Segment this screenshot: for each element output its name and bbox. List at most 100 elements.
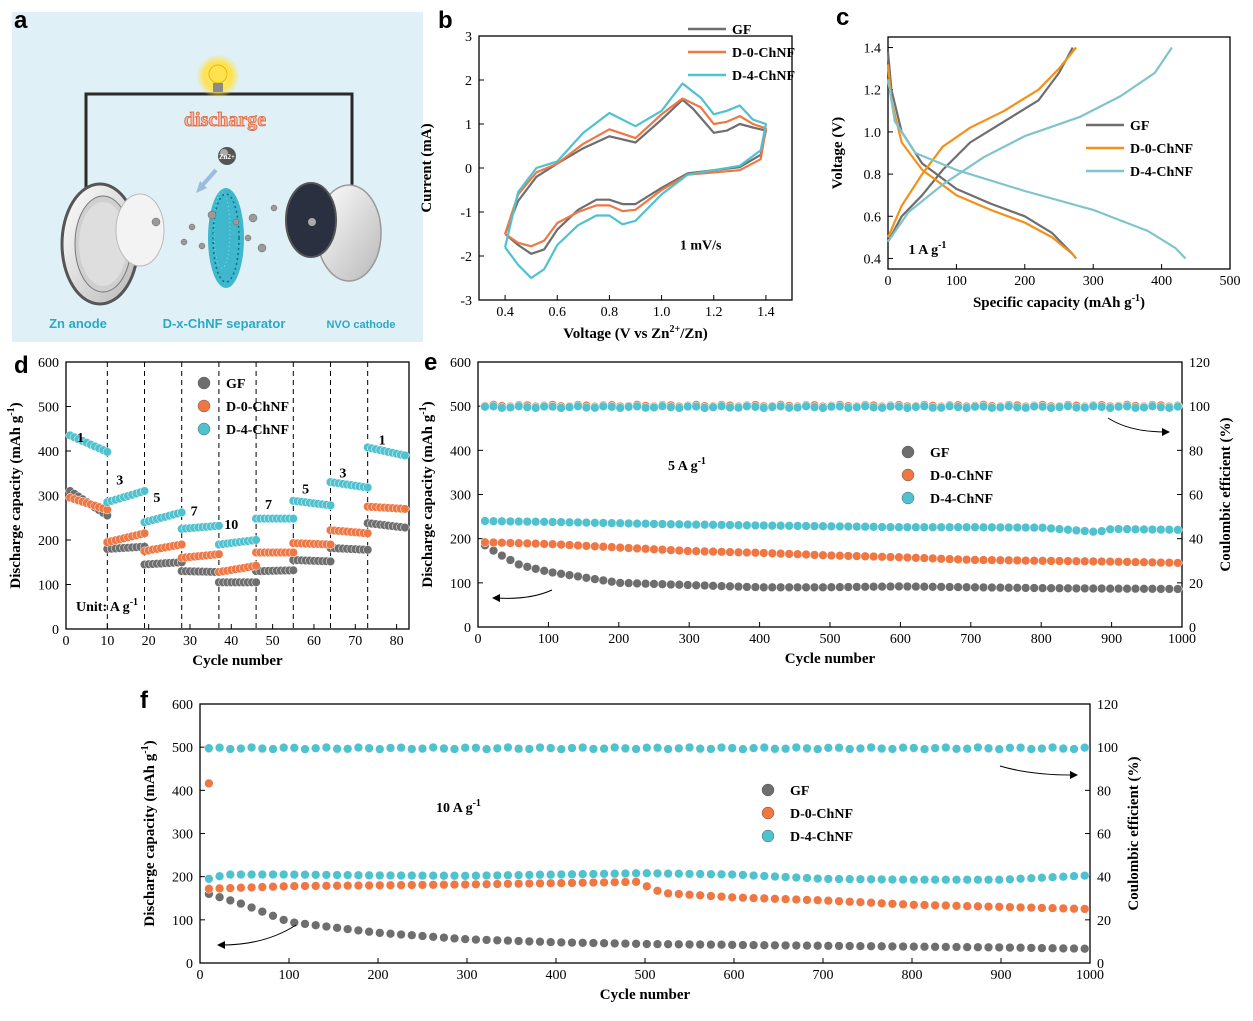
legend-label: D-0-ChNF [790, 807, 853, 822]
capacity-point-D-0-ChNF [978, 555, 989, 565]
capacity-point-GF [631, 939, 641, 949]
capacity-point-GF [657, 579, 668, 589]
rate-point-D-4-ChNF [363, 482, 373, 493]
capacity-point-D-4-ChNF [898, 874, 908, 885]
y-tick-label: 200 [450, 533, 471, 548]
capacity-point-GF [663, 939, 673, 949]
y2-tick-label: 120 [1189, 356, 1210, 371]
efficiency-point-D-4-ChNF [834, 743, 844, 753]
capacity-point-D-4-ChNF [792, 521, 803, 531]
zinc-ions-group [151, 204, 316, 253]
capacity-point-D-4-ChNF [1037, 523, 1048, 533]
capacity-point-D-4-ChNF [1004, 522, 1014, 533]
capacity-point-D-4-ChNF [279, 869, 289, 880]
efficiency-point-D-4-ChNF [855, 743, 866, 754]
capacity-point-D-0-ChNF [615, 542, 625, 553]
legend-marker [901, 445, 915, 459]
ion-arrow-head-icon [196, 181, 207, 193]
capacity-point-GF [826, 582, 837, 592]
capacity-point-GF [706, 939, 716, 950]
capacity-point-D-4-ChNF [716, 869, 727, 879]
x-tick-label: 900 [1101, 632, 1122, 647]
efficiency-point-D-4-ChNF [300, 744, 310, 754]
y-tick-label: 200 [38, 534, 59, 549]
efficiency-point-D-4-ChNF [767, 402, 777, 412]
capacity-point-D-0-ChNF [823, 896, 833, 906]
capacity-point-GF [497, 550, 507, 561]
rate-point-D-4-ChNF [251, 535, 261, 545]
capacity-point-D-4-ChNF [684, 869, 695, 879]
capacity-point-D-4-ChNF [547, 517, 558, 527]
efficiency-point-D-4-ChNF [332, 744, 342, 754]
capacity-point-D-0-ChNF [599, 877, 609, 888]
capacity-point-D-0-ChNF [1097, 556, 1107, 567]
capacity-point-D-4-ChNF [522, 516, 532, 527]
panel-a-schematic: a discharge Zn2+ [12, 7, 423, 342]
capacity-point-GF [845, 941, 855, 951]
efficiency-point-D-4-ChNF [590, 403, 600, 413]
capacity-point-GF [1130, 584, 1141, 594]
x-tick-label: 300 [679, 632, 700, 647]
efficiency-point-D-4-ChNF [598, 401, 608, 411]
capacity-point-D-0-ChNF [1004, 555, 1014, 565]
capacity-point-D-0-ChNF [1164, 558, 1174, 568]
x-tick-label: 1.4 [757, 305, 775, 320]
capacity-point-GF [776, 582, 786, 592]
capacity-point-D-0-ChNF [556, 878, 566, 888]
capacity-point-GF [877, 581, 887, 592]
capacity-point-D-0-ChNF [801, 549, 811, 560]
efficiency-point-D-4-ChNF [894, 402, 904, 412]
rate-point-D-4-ChNF [177, 507, 187, 517]
x-tick-label: 700 [813, 968, 834, 983]
efficiency-point-D-4-ChNF [204, 743, 214, 753]
capacity-point-D-0-ChNF [973, 901, 983, 911]
capacity-point-D-4-ChNF [845, 874, 855, 884]
x-tick-label: 400 [749, 632, 770, 647]
capacity-point-D-4-ChNF [657, 519, 668, 529]
capacity-point-D-4-ChNF [1063, 525, 1073, 535]
x-tick-label: 50 [266, 634, 280, 649]
y2-tick-label: 100 [1097, 741, 1118, 756]
capacity-point-D-0-ChNF [994, 902, 1004, 912]
capacity-point-D-4-ChNF [632, 518, 642, 529]
capacity-point-D-0-ChNF [353, 880, 364, 891]
capacity-point-GF [556, 569, 566, 579]
capacity-point-D-0-ChNF [214, 883, 225, 894]
capacity-point-GF [700, 580, 710, 591]
panel-letter-e: e [424, 349, 437, 376]
capacity-point-D-4-ChNF [578, 869, 588, 879]
capacity-point-D-0-ChNF [1037, 556, 1048, 566]
x-tick-label: 1.0 [653, 305, 671, 320]
capacity-point-GF [978, 582, 989, 593]
capacity-point-D-0-ChNF [439, 880, 449, 890]
capacity-point-D-4-ChNF [852, 521, 862, 532]
capacity-point-D-4-ChNF [1139, 524, 1149, 535]
gcd-curve-D-0-ChNF [886, 46, 1077, 238]
capacity-point-D-4-ChNF [610, 869, 620, 879]
capacity-point-D-4-ChNF [978, 522, 989, 532]
y-axis-label: Discharge capacity (mAh g-1) [418, 401, 436, 587]
capacity-point-D-0-ChNF [759, 548, 769, 558]
y2-tick-label: 120 [1097, 698, 1118, 713]
capacity-point-D-0-ChNF [236, 883, 246, 893]
y-tick-label: -2 [460, 250, 472, 265]
capacity-point-D-4-ChNF [531, 517, 541, 527]
capacity-point-D-4-ChNF [801, 521, 811, 531]
y-axis-label-tail: ) [142, 740, 158, 745]
capacity-point-D-4-ChNF [268, 869, 278, 880]
x-axis-label-sup: -1 [1132, 293, 1140, 304]
capacity-point-D-4-ChNF [1173, 525, 1183, 535]
capacity-point-D-0-ChNF [524, 878, 534, 889]
legend-marker [901, 468, 915, 482]
efficiency-point-D-4-ChNF [449, 744, 460, 754]
capacity-point-D-4-ChNF [759, 871, 769, 881]
capacity-point-D-0-ChNF [767, 548, 777, 558]
efficiency-point-D-4-ChNF [268, 744, 278, 754]
unit-note: Unit: A g-1 [76, 597, 138, 615]
capacity-point-D-0-ChNF [877, 898, 887, 908]
efficiency-point-D-4-ChNF [1026, 744, 1036, 754]
x-tick-label: 500 [820, 632, 841, 647]
panel-letter-b: b [438, 7, 453, 34]
efficiency-point-D-4-ChNF [716, 742, 727, 753]
capacity-point-D-4-ChNF [524, 870, 534, 880]
